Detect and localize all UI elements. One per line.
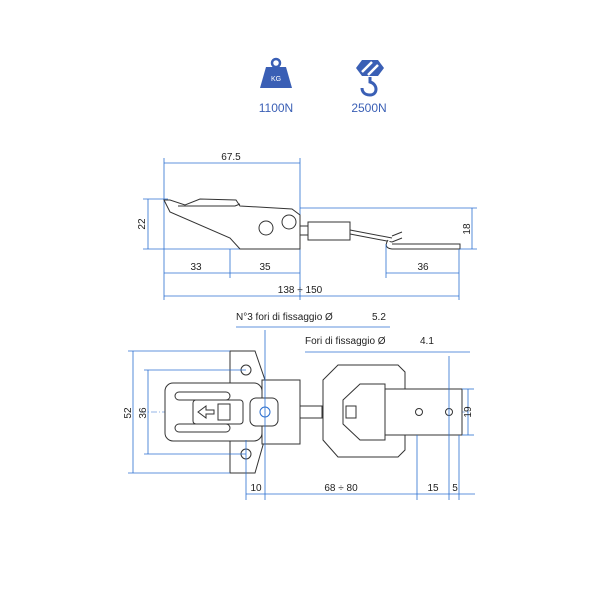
side-view: 67.5 22 18 33 35 36 138 ÷ 150 — [137, 152, 477, 300]
top-view: N°3 fori di fissaggio Ø 5.2 Fori di fiss… — [123, 312, 475, 500]
weight-icon: KG — [260, 57, 292, 88]
dim-19: 19 — [463, 406, 474, 418]
dim-35: 35 — [259, 262, 271, 273]
dim-22: 22 — [137, 218, 148, 230]
dim-36: 36 — [417, 262, 429, 273]
max-load-label: 2500N — [351, 101, 386, 115]
static-load-label: 1100N — [259, 101, 293, 115]
note-strike-holes-value: 4.1 — [420, 336, 434, 347]
dim-36-top: 36 — [138, 407, 149, 419]
note-strike-holes: Fori di fissaggio Ø — [305, 336, 386, 347]
crane-hook-icon — [356, 60, 384, 97]
note-base-holes-value: 5.2 — [372, 312, 386, 323]
dim-52: 52 — [123, 407, 134, 419]
dim-reach: 68 ÷ 80 — [324, 483, 358, 494]
note-base-holes: N°3 fori di fissaggio Ø — [236, 312, 333, 323]
dim-18: 18 — [462, 223, 473, 235]
weight-icon-text: KG — [271, 76, 281, 83]
dim-10: 10 — [250, 483, 262, 494]
dim-67-5: 67.5 — [221, 152, 241, 163]
dim-5: 5 — [452, 483, 458, 494]
dim-33: 33 — [190, 262, 202, 273]
dim-total: 138 ÷ 150 — [278, 285, 323, 296]
dim-15: 15 — [427, 483, 439, 494]
